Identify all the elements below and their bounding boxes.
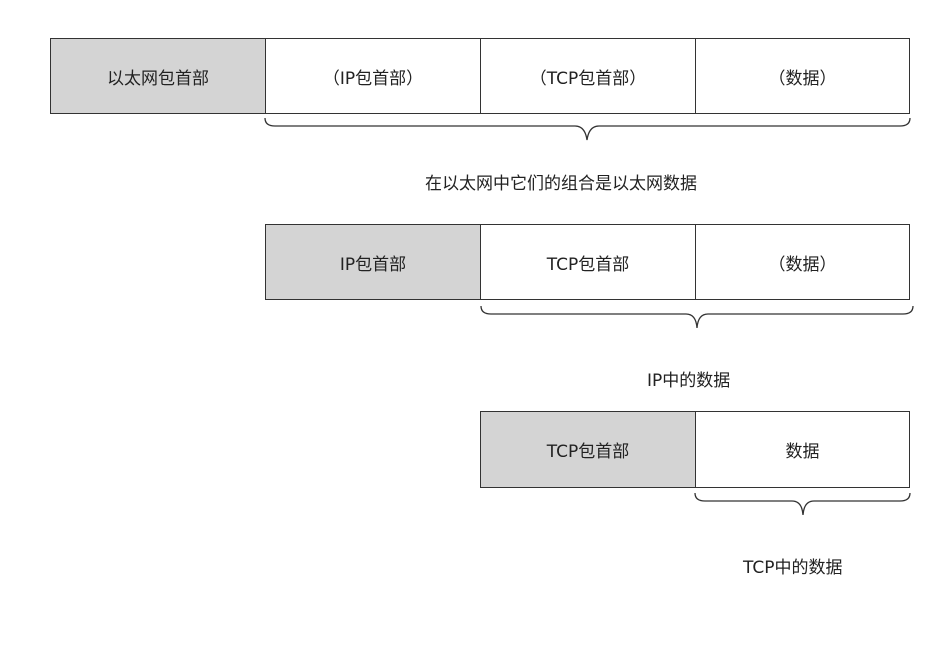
ip-header-cell: IP包首部	[265, 224, 481, 300]
ethernet-data-caption: 在以太网中它们的组合是以太网数据	[425, 174, 697, 194]
ethernet-header-cell: 以太网包首部	[50, 38, 266, 114]
ip-data-cell: （数据）	[695, 224, 910, 300]
ethernet-tcp-header-cell: （TCP包首部）	[480, 38, 696, 114]
tcp-header-cell: TCP包首部	[480, 411, 696, 488]
ethernet-ip-header-cell: （IP包首部）	[265, 38, 481, 114]
ip-data-caption: IP中的数据	[647, 371, 731, 391]
tcp-data-cell: 数据	[695, 411, 910, 488]
ip-tcp-header-cell: TCP包首部	[480, 224, 696, 300]
tcp-data-caption: TCP中的数据	[743, 558, 843, 578]
ethernet-data-cell: （数据）	[695, 38, 910, 114]
